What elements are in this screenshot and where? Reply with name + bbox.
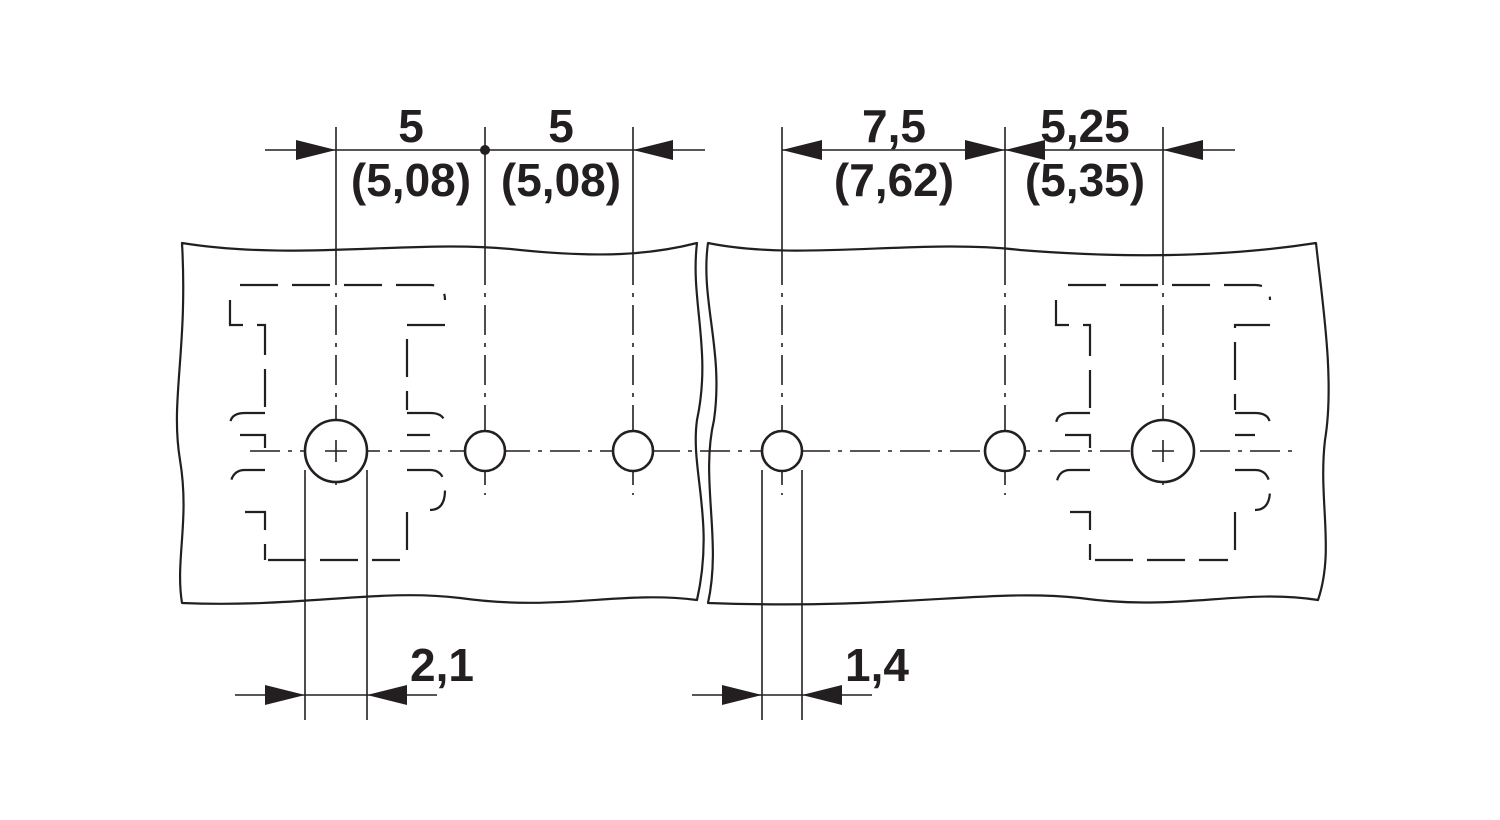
hole-small-3 — [760, 429, 804, 473]
dim-left-hole-diameter: 2,1 — [410, 639, 474, 691]
dim-mid-pitch-value: 5 — [548, 100, 574, 152]
hole-small-2 — [611, 429, 655, 473]
dim-left-pitch-value: 5 — [398, 100, 424, 152]
top-dimension-right — [782, 140, 1235, 160]
left-panel-outline — [175, 241, 705, 605]
dim-left-pitch-alt: (5,08) — [351, 154, 471, 206]
dim-right-pitch-a-value: 7,5 — [862, 100, 926, 152]
dim-right-pitch-a-alt: (7,62) — [834, 154, 954, 206]
dim-right-pitch-b-alt: (5,35) — [1025, 154, 1145, 206]
top-dimension-left — [265, 140, 705, 160]
vertical-centerlines — [335, 255, 1164, 495]
dim-right-hole-diameter: 1,4 — [845, 639, 909, 691]
right-footprint — [1054, 283, 1272, 562]
right-panel-outline — [705, 241, 1330, 606]
hole-center-marks — [325, 440, 1174, 462]
left-footprint — [228, 283, 447, 562]
bottom-dimension-right — [692, 470, 872, 720]
hole-small-4 — [983, 429, 1027, 473]
hole-small-1 — [463, 429, 507, 473]
dim-mid-pitch-alt: (5,08) — [501, 154, 621, 206]
dim-right-pitch-b-value: 5,25 — [1040, 100, 1130, 152]
bottom-dimension-left — [235, 470, 437, 720]
